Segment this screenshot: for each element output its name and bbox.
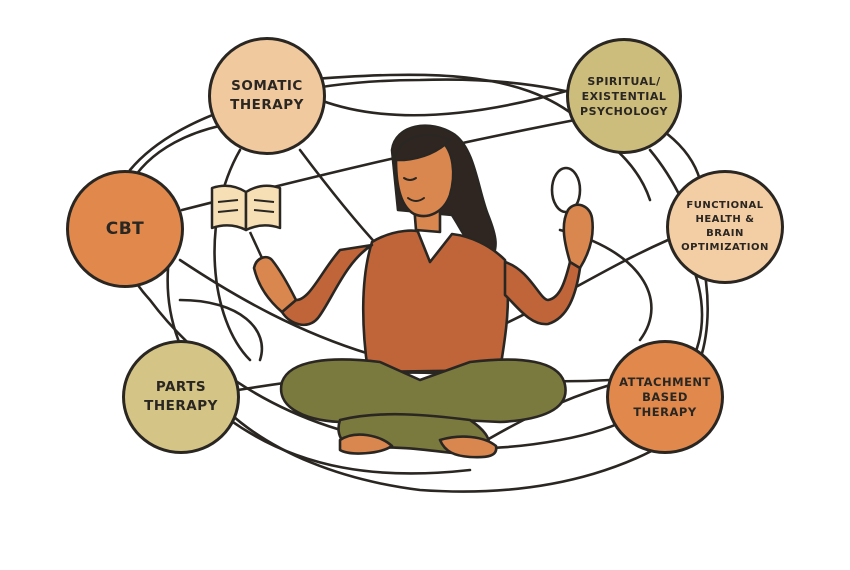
open-book-icon (212, 186, 280, 258)
node-attachment-label: ATTACHMENT BASED THERAPY (619, 375, 711, 420)
node-somatic-therapy: SOMATIC THERAPY (208, 37, 326, 155)
node-spiritual-label: SPIRITUAL/ EXISTENTIAL PSYCHOLOGY (580, 74, 668, 119)
node-parts-label: PARTS THERAPY (144, 378, 218, 416)
node-parts-therapy: PARTS THERAPY (122, 340, 240, 454)
string-somatic-down (215, 150, 250, 360)
node-somatic-therapy-label: SOMATIC THERAPY (230, 77, 304, 115)
node-attachment-based-therapy: ATTACHMENT BASED THERAPY (606, 340, 724, 454)
node-functional-label: FUNCTIONAL HEALTH & BRAIN OPTIMIZATION (681, 199, 769, 255)
node-cbt: CBT (66, 170, 184, 288)
node-functional-health: FUNCTIONAL HEALTH & BRAIN OPTIMIZATION (666, 170, 784, 284)
meditating-person-icon (254, 126, 593, 458)
node-cbt-label: CBT (106, 219, 145, 239)
node-spiritual-existential-psychology: SPIRITUAL/ EXISTENTIAL PSYCHOLOGY (566, 38, 682, 154)
